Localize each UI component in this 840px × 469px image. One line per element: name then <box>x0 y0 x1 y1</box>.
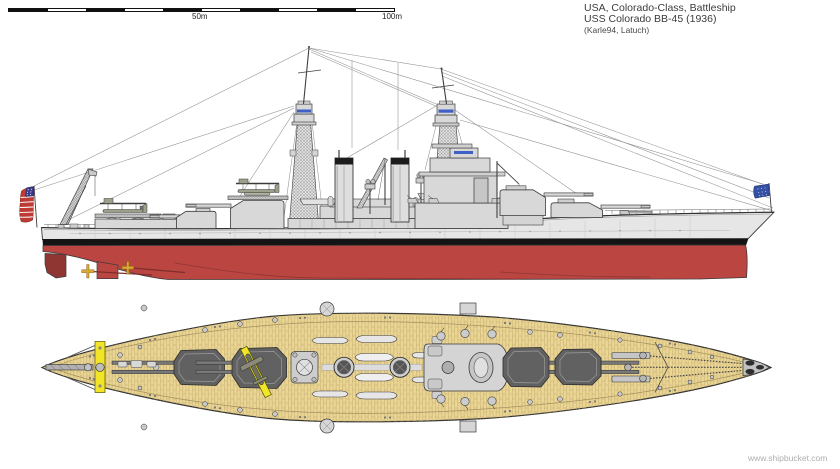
anchor-gear <box>611 351 770 383</box>
turret-3-catapult <box>227 195 289 200</box>
scale-label-50m: 50m <box>192 12 208 21</box>
scale-bar-segment <box>201 9 240 11</box>
aft-topmast <box>302 47 310 105</box>
conning-tower <box>473 177 489 204</box>
turret-1 <box>550 198 651 218</box>
jack-field <box>753 183 770 199</box>
ensign-flag <box>19 185 38 228</box>
forward-fittings <box>202 317 715 417</box>
bilge-keel <box>174 262 651 280</box>
scale-label-100m: 100m <box>382 12 403 21</box>
propellers <box>81 261 134 279</box>
plan-floatplane <box>239 353 268 386</box>
scale-bar <box>8 8 395 12</box>
floatplane-turret3 <box>236 178 280 196</box>
plan-forward-superstructure <box>423 325 510 410</box>
aft-top-windows <box>297 109 311 113</box>
plan-turret3-catapult <box>239 345 272 399</box>
anchor-chains <box>632 355 743 380</box>
bridge-windows <box>454 151 473 154</box>
top-plan-view <box>40 301 773 434</box>
aft-yard <box>297 69 322 74</box>
title-class: USA, Colorado-Class, Battleship <box>584 2 736 14</box>
boot-stripe <box>42 238 749 246</box>
scale-bar-segment <box>124 9 163 11</box>
turret-2 <box>499 185 594 226</box>
plan-turret-4 <box>111 349 225 386</box>
boat-skid-walkway <box>321 364 423 371</box>
ensign-canton <box>25 186 35 197</box>
gun-tubs <box>436 325 497 410</box>
title-block: USA, Colorado-Class, Battleship USS Colo… <box>584 2 736 36</box>
portholes <box>79 229 681 235</box>
hull-plate-seams <box>94 216 691 239</box>
watermark: www.shipbucket.com <box>748 453 828 463</box>
plan-funnel-2 <box>389 356 411 378</box>
boat-aft <box>299 198 337 205</box>
stern-crane <box>59 168 98 225</box>
ensign-stripes <box>19 195 34 218</box>
stern-skeg <box>96 261 119 279</box>
scale-bar-segment <box>163 9 202 11</box>
plan-aft-mast <box>290 351 319 384</box>
plan-stern-catapult <box>94 341 106 393</box>
quarterdeck-hatches <box>117 360 157 368</box>
margin-line-top <box>51 321 763 368</box>
fore-mast-top <box>431 67 460 127</box>
searchlight-tower-aft <box>364 179 376 214</box>
scale-bar-segment <box>355 9 394 11</box>
margin-line-bottom <box>51 367 763 414</box>
side-hull <box>41 211 776 280</box>
rigging-lines <box>33 47 774 225</box>
funnel-2 <box>390 150 410 223</box>
funnel-1 <box>334 150 354 223</box>
fore-yard <box>431 84 455 89</box>
forecastle-gun <box>619 210 653 215</box>
side-profile-view <box>19 46 776 280</box>
jack-flag <box>753 182 772 213</box>
scale-bar-segment <box>86 9 125 11</box>
scale-bar-segment <box>9 9 48 11</box>
forward-superstructure <box>406 124 509 229</box>
title-credits: (Karle94, Latuch) <box>584 25 650 35</box>
fore-top-windows <box>438 109 454 113</box>
scale-bar-segment <box>278 9 317 11</box>
side-platforms <box>319 301 477 434</box>
scale-bar-segment <box>317 9 356 11</box>
floatplane-quarterdeck <box>100 198 148 213</box>
scale-bar-segment <box>240 9 279 11</box>
plan-boats <box>311 335 445 400</box>
hull-red <box>42 244 748 280</box>
jack-staff <box>768 182 772 213</box>
plan-turret-1 <box>554 348 640 386</box>
prop-shafts <box>91 267 186 276</box>
jack-stars <box>757 187 767 197</box>
turret-4 <box>149 208 217 229</box>
plan-conning-tower <box>441 361 455 374</box>
ensign-stars <box>26 188 32 196</box>
rudder <box>44 253 67 279</box>
plan-stern-crane <box>45 363 94 372</box>
ensign-staff <box>33 185 38 228</box>
edge-bollards <box>88 316 677 419</box>
title-ship: USS Colorado BB-45 (1936) <box>584 13 717 25</box>
scale-bar-segment <box>47 9 86 11</box>
plan-funnel-1 <box>333 356 355 378</box>
turret-3 <box>185 200 285 229</box>
